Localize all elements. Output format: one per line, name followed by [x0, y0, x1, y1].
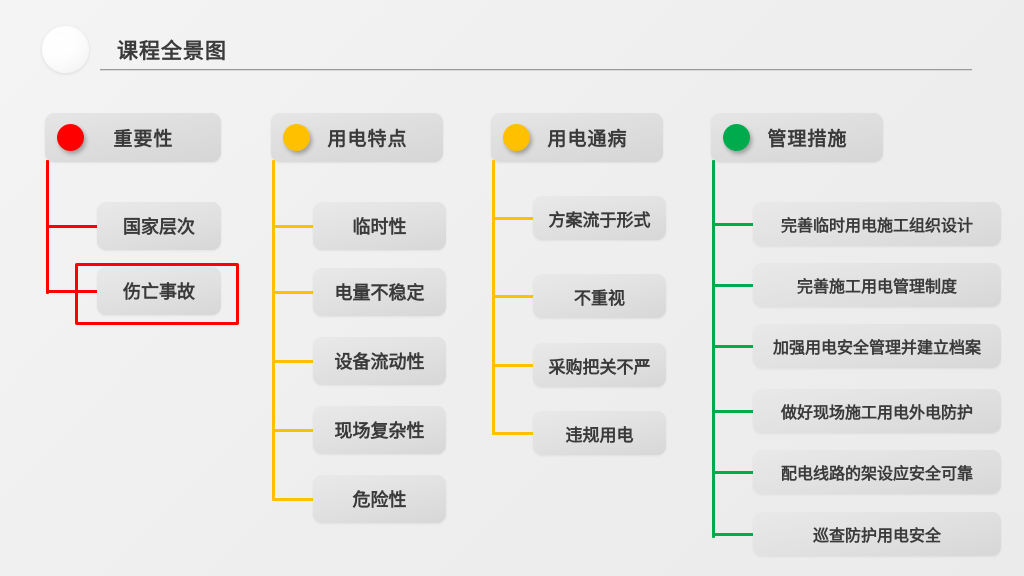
- red-circle-icon: [57, 124, 84, 151]
- connector-branch: [712, 471, 759, 474]
- connector-branch: [712, 284, 759, 287]
- connector-branch: [272, 225, 319, 228]
- node-label: 设备流动性: [334, 352, 425, 372]
- node-label: 完善施工用电管理制度: [796, 279, 957, 296]
- connector-branch: [272, 429, 319, 432]
- column-header-label: 用电通病: [547, 129, 628, 150]
- node-card[interactable]: 做好现场施工用电外电防护: [753, 389, 1001, 433]
- node-card[interactable]: 电量不稳定: [313, 268, 446, 316]
- node-card[interactable]: 配电线路的架设应安全可靠: [753, 450, 1001, 494]
- connector-branch: [712, 345, 759, 348]
- node-label: 加强用电安全管理并建立档案: [772, 340, 981, 357]
- node-label: 现场复杂性: [334, 421, 425, 441]
- node-label: 采购把关不严: [548, 357, 651, 377]
- column-header-management-measures[interactable]: 管理措施: [711, 113, 883, 162]
- connector-branch: [272, 360, 319, 363]
- column-header-label: 管理措施: [767, 129, 848, 150]
- node-card[interactable]: 完善施工用电管理制度: [753, 263, 1001, 307]
- node-card[interactable]: 完善临时用电施工组织设计: [753, 202, 1001, 246]
- connector-branch: [712, 410, 759, 413]
- green-circle-icon: [723, 124, 750, 151]
- node-card[interactable]: 现场复杂性: [313, 406, 446, 454]
- connector-branch: [712, 223, 759, 226]
- column-header-label: 重要性: [113, 129, 174, 150]
- connector-branch: [46, 290, 103, 293]
- connector-branch: [492, 364, 539, 367]
- node-label: 危险性: [352, 490, 407, 510]
- node-card[interactable]: 巡查防护用电安全: [753, 512, 1001, 556]
- connector-branch: [492, 432, 539, 435]
- node-label: 临时性: [352, 217, 407, 237]
- amber-circle-icon: [503, 124, 530, 151]
- connector-branch: [272, 291, 319, 294]
- node-label: 配电线路的架设应安全可靠: [780, 466, 973, 483]
- node-label: 国家层次: [123, 217, 195, 237]
- node-card[interactable]: 加强用电安全管理并建立档案: [753, 324, 1001, 368]
- node-label: 违规用电: [565, 425, 634, 445]
- node-label: 不重视: [574, 288, 625, 308]
- header-divider: [100, 69, 972, 71]
- node-card[interactable]: 不重视: [533, 274, 666, 318]
- node-card[interactable]: 危险性: [313, 475, 446, 523]
- node-card[interactable]: 违规用电: [533, 411, 666, 455]
- node-label: 方案流于形式: [548, 210, 651, 230]
- node-label: 伤亡事故: [123, 282, 195, 302]
- connector-branch: [492, 217, 539, 220]
- node-card[interactable]: 伤亡事故: [97, 267, 221, 315]
- node-card[interactable]: 方案流于形式: [533, 196, 666, 240]
- connector-trunk-power-use-features: [272, 160, 275, 500]
- column-header-common-problems[interactable]: 用电通病: [491, 113, 663, 162]
- node-card[interactable]: 设备流动性: [313, 337, 446, 385]
- connector-trunk-management-measures: [712, 160, 715, 538]
- page-title: 课程全景图: [117, 40, 227, 63]
- node-label: 做好现场施工用电外电防护: [780, 405, 973, 422]
- connector-branch: [46, 225, 103, 228]
- node-card[interactable]: 国家层次: [97, 202, 221, 250]
- node-label: 巡查防护用电安全: [812, 528, 941, 545]
- decorative-circle-icon: [42, 26, 89, 73]
- column-header-power-use-features[interactable]: 用电特点: [271, 113, 443, 162]
- amber-circle-icon: [283, 124, 310, 151]
- column-header-label: 用电特点: [327, 129, 408, 150]
- node-label: 完善临时用电施工组织设计: [780, 218, 973, 235]
- connector-branch: [712, 533, 759, 536]
- node-card[interactable]: 采购把关不严: [533, 343, 666, 387]
- column-header-importance[interactable]: 重要性: [45, 113, 221, 162]
- connector-branch: [492, 295, 539, 298]
- node-card[interactable]: 临时性: [313, 202, 446, 250]
- node-label: 电量不稳定: [334, 283, 425, 303]
- connector-branch: [272, 498, 319, 501]
